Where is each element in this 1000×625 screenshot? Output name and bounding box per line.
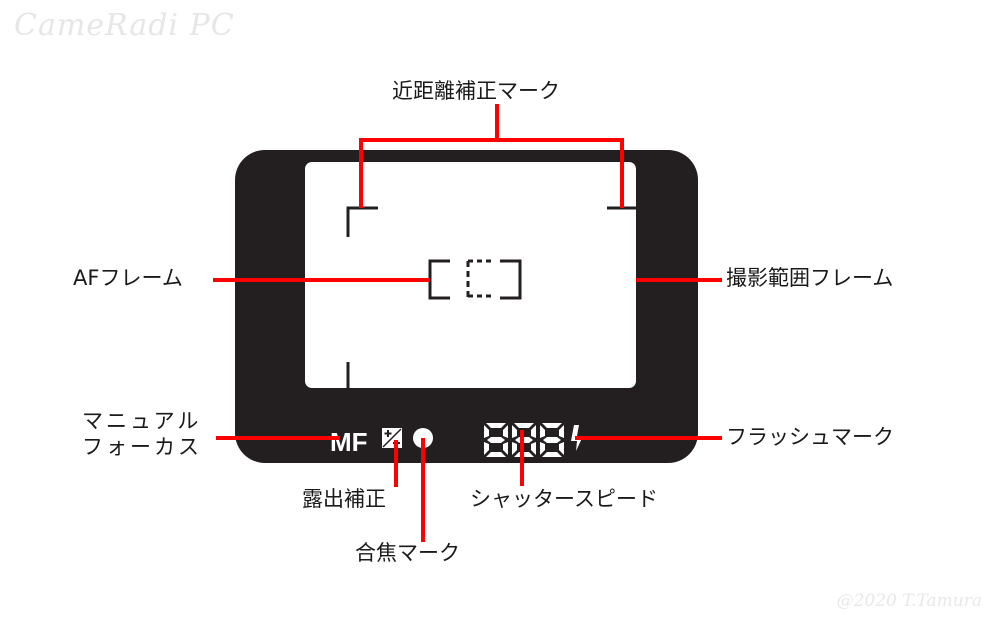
viewfinder-window bbox=[305, 162, 636, 388]
watermark-logo: CameRadi PC bbox=[14, 8, 235, 43]
exposure-compensation-icon bbox=[382, 428, 402, 448]
shutter-speed-digits bbox=[484, 423, 564, 457]
af-frame-icon bbox=[428, 259, 522, 300]
label-shooting-range-frame: 撮影範囲フレーム bbox=[726, 266, 894, 290]
label-exposure-compensation: 露出補正 bbox=[302, 487, 386, 511]
label-manual-focus: マニュアル フォーカス bbox=[82, 409, 202, 460]
label-shutter-speed: シャッタースピード bbox=[470, 487, 658, 511]
watermark-copyright: @2020 T.Tamura bbox=[836, 591, 982, 611]
label-af-frame: AFフレーム bbox=[73, 266, 183, 290]
mf-indicator: MF bbox=[330, 427, 368, 457]
label-flash-mark: フラッシュマーク bbox=[726, 425, 894, 449]
label-close-range-mark: 近距離補正マーク bbox=[392, 79, 560, 103]
leader-lines bbox=[213, 104, 722, 542]
label-focus-mark: 合焦マーク bbox=[355, 541, 460, 565]
